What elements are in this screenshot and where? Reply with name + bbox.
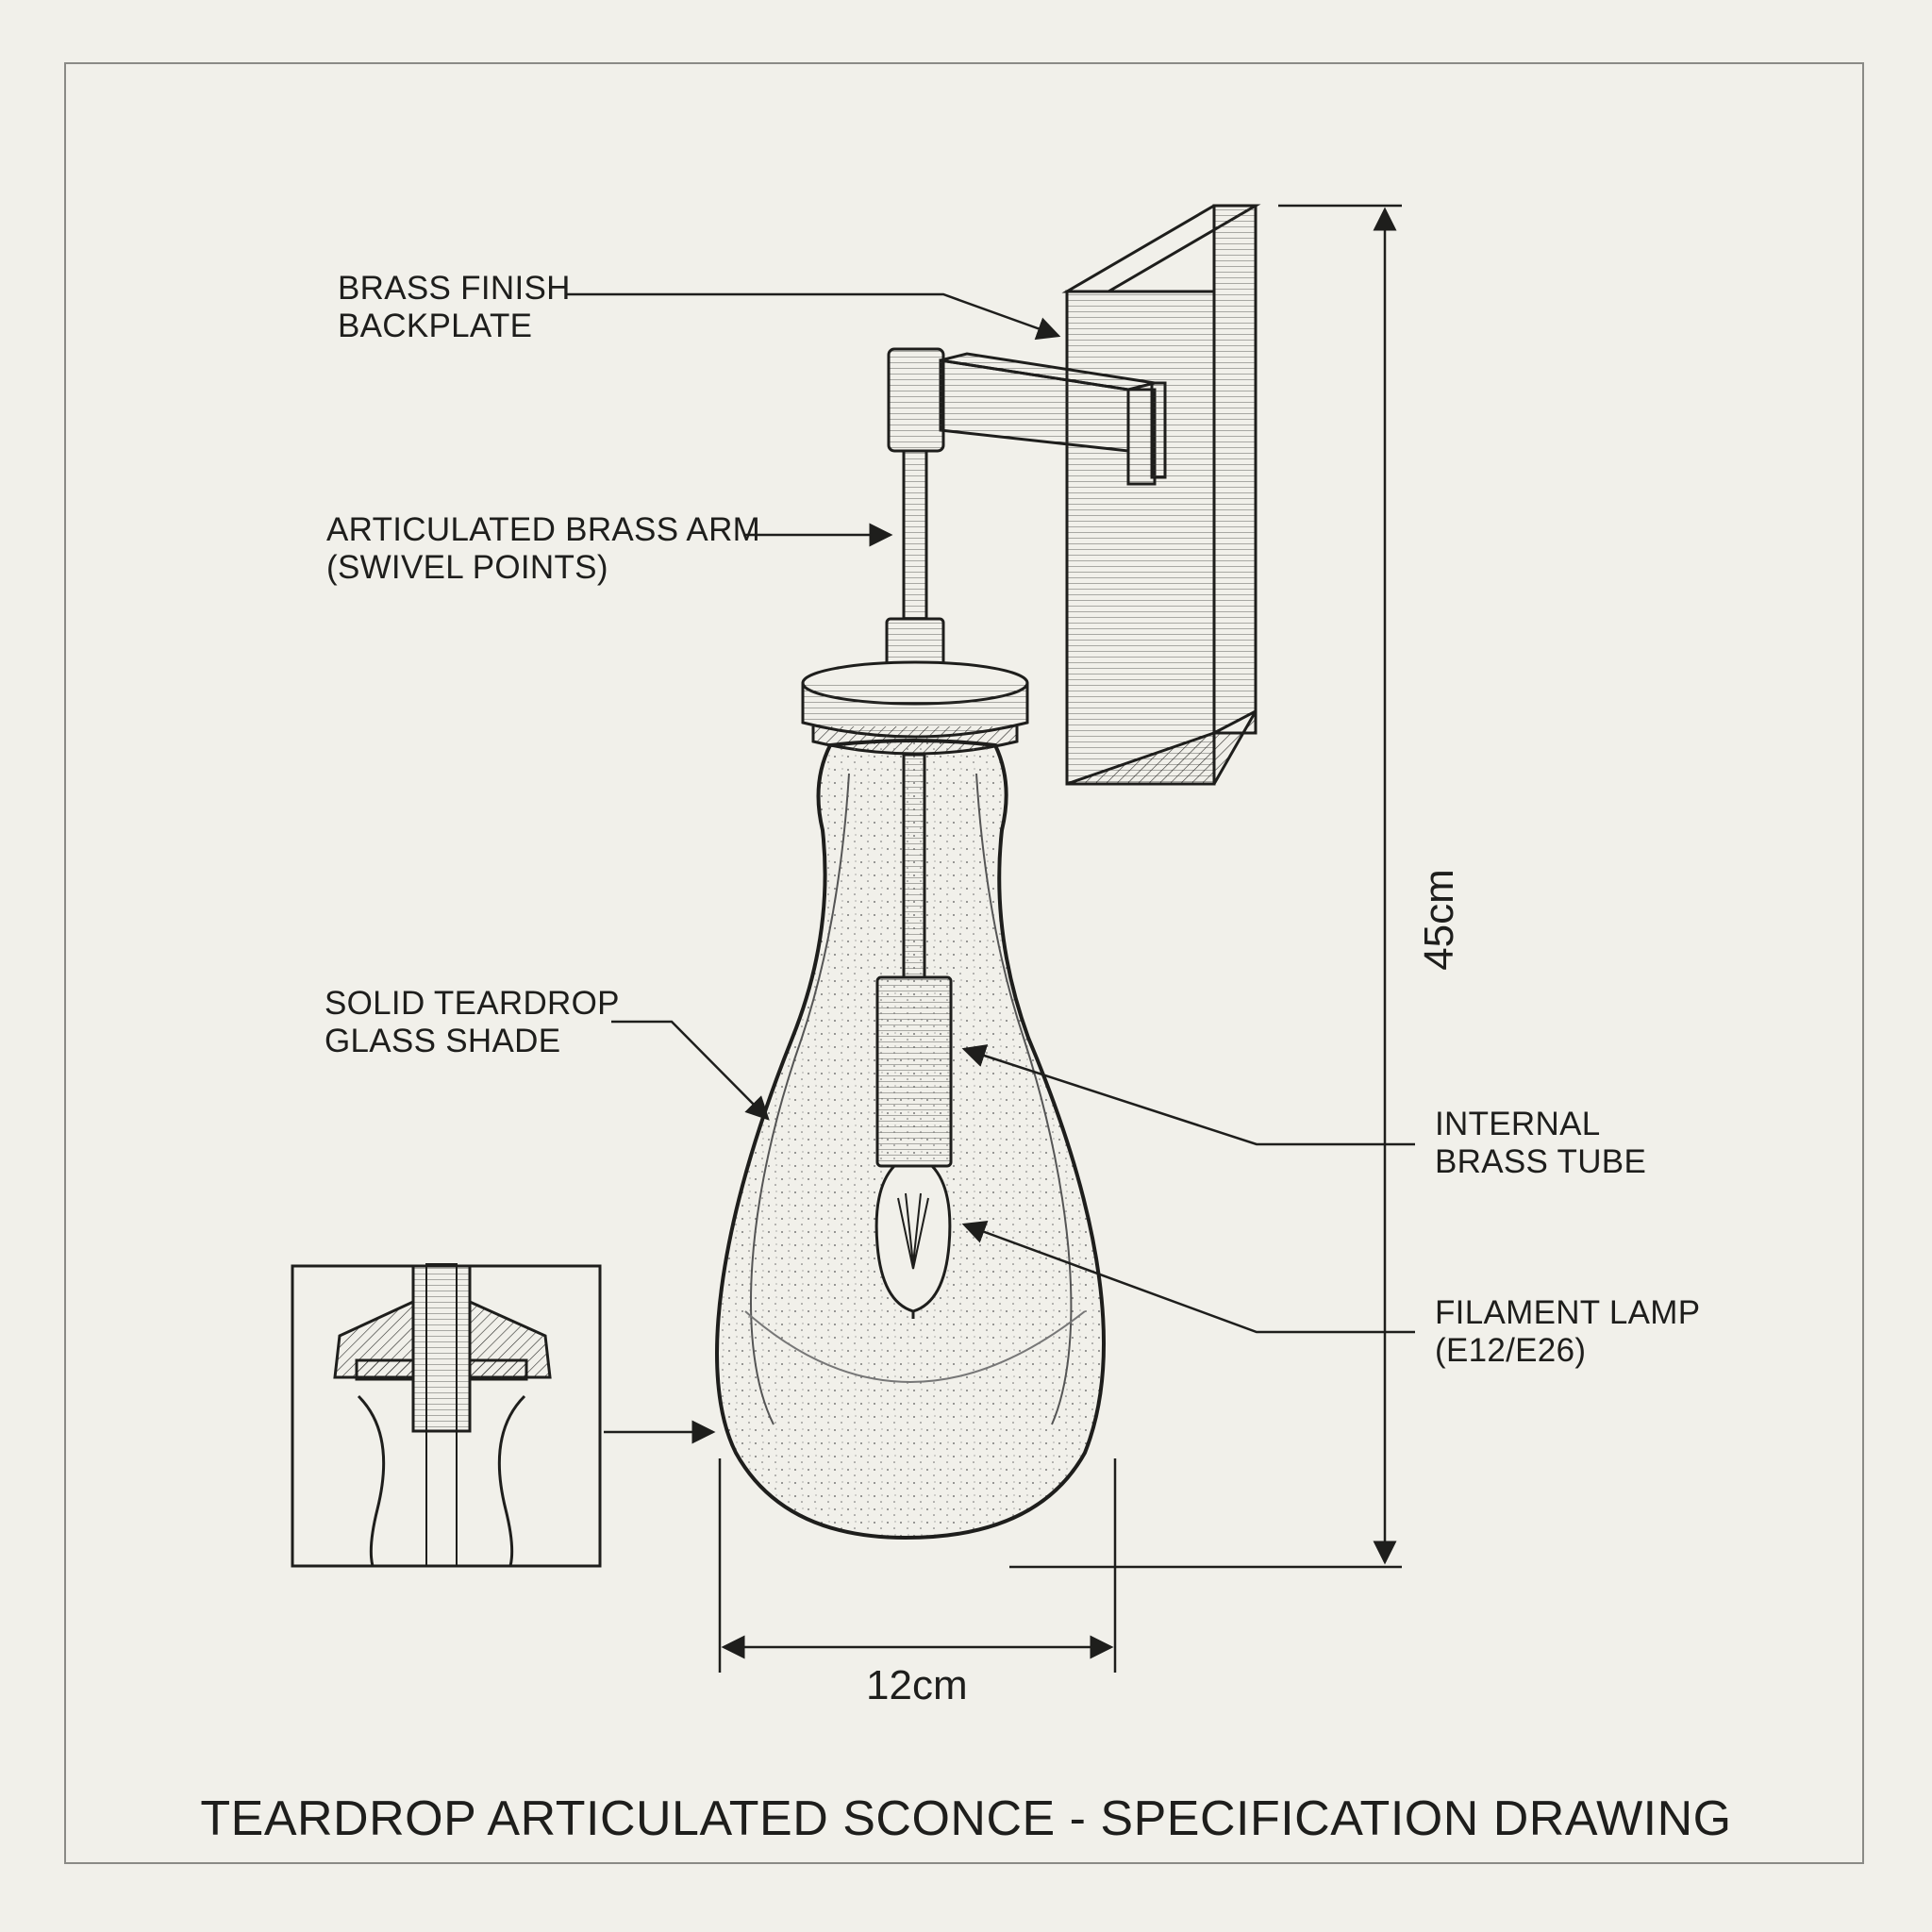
drawing-border xyxy=(64,62,1864,1864)
width-dimension-label: 12cm xyxy=(866,1662,968,1708)
drawing-title: TEARDROP ARTICULATED SCONCE - SPECIFICAT… xyxy=(200,1791,1732,1846)
internal-brass-tube xyxy=(875,753,953,1168)
leader-tube xyxy=(961,1044,1415,1146)
label-backplate: BRASS FINISH BACKPLATE xyxy=(338,270,571,344)
height-dimension xyxy=(1009,204,1402,1569)
label-articulated-arm: ARTICULATED BRASS ARM (SWIVEL POINTS) xyxy=(326,511,761,586)
filament-lamp xyxy=(874,1164,952,1319)
width-dimension xyxy=(718,1458,1117,1673)
vertical-arm xyxy=(885,347,945,677)
detail-inset xyxy=(291,1263,602,1568)
label-filament-lamp: FILAMENT LAMP (E12/E26) xyxy=(1435,1294,1701,1369)
leader-backplate xyxy=(566,292,1061,341)
leader-shade xyxy=(611,1020,770,1121)
backplate xyxy=(1061,204,1261,786)
label-glass-shade: SOLID TEARDROP GLASS SHADE xyxy=(325,985,620,1059)
height-dimension-label: 45cm xyxy=(1415,869,1462,971)
leader-lamp xyxy=(961,1221,1415,1334)
leader-lines xyxy=(566,292,1415,1444)
label-internal-tube: INTERNAL BRASS TUBE xyxy=(1435,1106,1647,1180)
